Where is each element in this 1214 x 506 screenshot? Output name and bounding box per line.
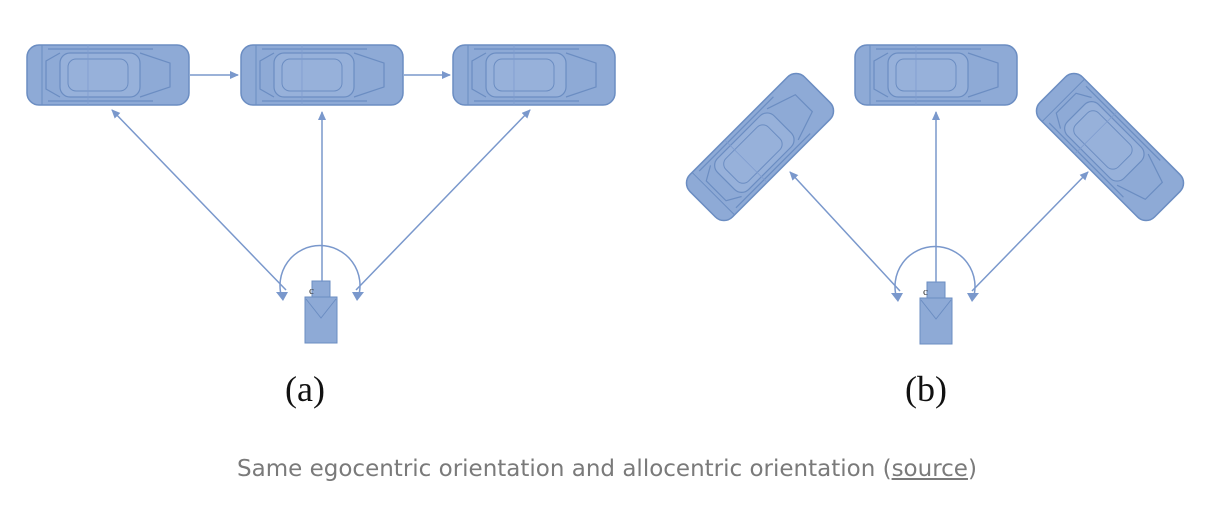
car-a-center (240, 44, 404, 106)
angle-symbol-a: c (309, 285, 314, 297)
panel-b: c (680, 44, 1190, 345)
car-a-right (452, 44, 616, 106)
caption-close: ) (967, 456, 977, 482)
ray-b-right (971, 171, 1089, 292)
orientation-diagram: c c (26, 44, 1190, 345)
source-link[interactable]: source (891, 456, 968, 482)
caption-text: Same egocentric orientation and allocent… (237, 456, 892, 482)
panel-a: c (26, 44, 616, 344)
ray-a-right (355, 109, 531, 291)
car-a-left (26, 44, 190, 106)
angle-arc-a (279, 244, 361, 299)
camera-lens (311, 280, 331, 299)
ray-b-left (789, 171, 901, 292)
panel-b-label: (b) (905, 369, 947, 409)
car-b-left (680, 67, 840, 227)
camera-lens-b (926, 281, 946, 300)
angle-arc-b (894, 245, 976, 300)
panel-a-label: (a) (285, 369, 325, 409)
angle-symbol-b: c (923, 286, 928, 298)
car-b-right (1030, 67, 1190, 227)
ray-a-left (111, 109, 287, 291)
figure-caption: Same egocentric orientation and allocent… (0, 456, 1214, 482)
car-b-center (854, 44, 1018, 106)
